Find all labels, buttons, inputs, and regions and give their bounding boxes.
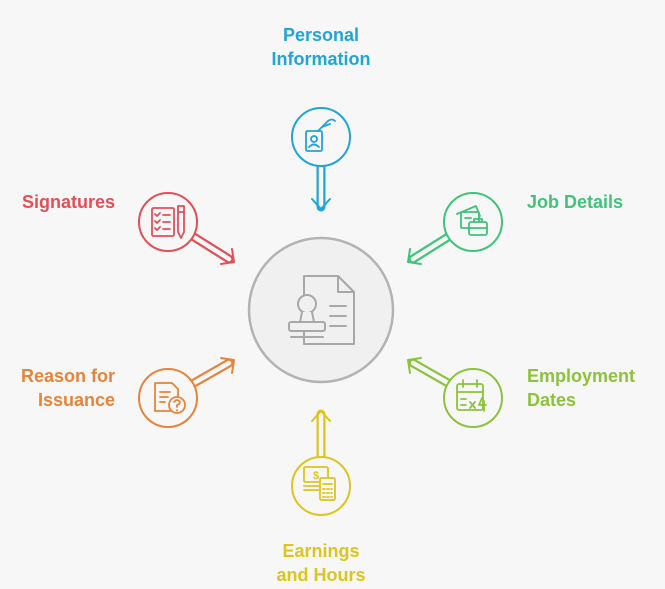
id-badge-icon (305, 118, 336, 152)
label-line: and Hours (276, 565, 366, 585)
label-line: Reason for (20, 366, 115, 386)
briefcase-documents-icon (456, 205, 488, 236)
label-line: Signatures (21, 192, 115, 212)
label-reason-for-issuance: Reason for Issuance (0, 364, 115, 412)
node-earnings-and-hours: $ (291, 409, 351, 516)
svg-text:$: $ (313, 470, 319, 482)
label-earnings-and-hours: Earnings and Hours (221, 539, 421, 587)
calendar-icon (456, 379, 487, 412)
node-job-details (407, 192, 503, 265)
label-employment-dates: Employment Dates (527, 364, 657, 412)
label-personal-information: Personal Information (221, 23, 421, 71)
label-line: Earnings (282, 541, 360, 561)
checklist-pen-icon (151, 205, 185, 239)
node-reason-for-issuance (138, 357, 235, 428)
document-stamp-icon (288, 275, 355, 345)
center-node (247, 236, 395, 384)
label-line: Employment (527, 366, 636, 386)
label-job-details: Job Details (527, 190, 657, 214)
label-line: Job Details (527, 192, 624, 212)
node-signatures (138, 192, 235, 265)
label-signatures: Signatures (0, 190, 115, 214)
label-line: Issuance (37, 390, 115, 410)
question-document-icon (154, 382, 186, 414)
node-employment-dates (407, 357, 503, 428)
node-personal-information (291, 107, 351, 212)
money-calculator-icon: $ (303, 466, 336, 501)
label-line: Dates (527, 390, 577, 410)
label-line: Information (271, 49, 371, 69)
label-line: Personal (282, 25, 360, 45)
